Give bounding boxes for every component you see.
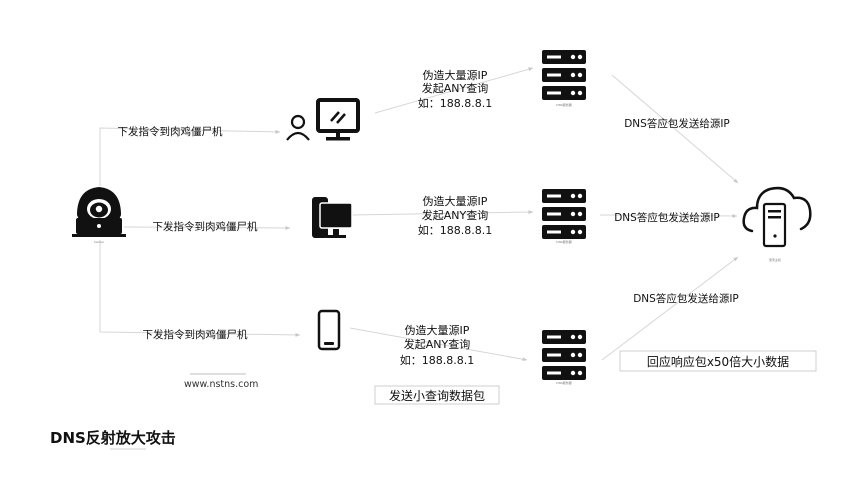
request-label-middle: 伪造大量源IP 发起ANY查询 如：188.8.8.1 bbox=[418, 194, 492, 237]
request-line: 如：188.8.8.1 bbox=[418, 223, 492, 237]
request-line: 伪造大量源IP bbox=[423, 194, 488, 208]
server-caption: DNS服务器 bbox=[556, 239, 571, 244]
line-response-bottom bbox=[601, 256, 739, 361]
watermark: www.nstns.com bbox=[184, 379, 258, 390]
attacker-caption: hacker bbox=[94, 240, 105, 244]
response-label-bottom: DNS答应包发送给源IP bbox=[633, 292, 739, 305]
request-line: 发起ANY查询 bbox=[422, 208, 488, 222]
small-packet-label: 发送小查询数据包 bbox=[389, 388, 485, 403]
server-caption: DNS服务器 bbox=[556, 102, 571, 107]
response-label-top: DNS答应包发送给源IP bbox=[624, 117, 730, 130]
command-label-bottom: 下发指令到肉鸡僵尸机 bbox=[143, 328, 248, 341]
line-command-top bbox=[99, 127, 281, 186]
line-request-middle bbox=[349, 210, 534, 216]
response-label-middle: DNS答应包发送给源IP bbox=[614, 211, 720, 224]
request-line: 如：188.8.8.1 bbox=[418, 96, 492, 110]
amplified-note: 回应响应包x50倍大小数据 bbox=[619, 350, 817, 372]
command-label-top: 下发指令到肉鸡僵尸机 bbox=[118, 125, 223, 138]
user-computer-icon bbox=[286, 98, 360, 141]
hacker-icon bbox=[72, 187, 126, 237]
desktop-computer-icon bbox=[312, 197, 353, 238]
request-line: 发起ANY查询 bbox=[404, 337, 470, 351]
request-line: 发起ANY查询 bbox=[422, 81, 488, 95]
line-request-top bbox=[374, 67, 534, 114]
request-line: 如：188.8.8.1 bbox=[400, 353, 474, 367]
request-line: 伪造大量源IP bbox=[405, 323, 470, 337]
victim-caption: 受害主机 bbox=[769, 257, 781, 262]
small-packet-note: 发送小查询数据包 bbox=[374, 385, 500, 405]
amplified-label: 回应响应包x50倍大小数据 bbox=[647, 354, 789, 369]
server-caption: DNS服务器 bbox=[556, 380, 571, 385]
server-rack-icon bbox=[542, 189, 586, 239]
line-request-bottom bbox=[349, 327, 528, 362]
line-response-middle bbox=[599, 213, 738, 218]
line-response-top bbox=[611, 74, 739, 184]
connector-lines bbox=[99, 67, 739, 362]
request-label-top: 伪造大量源IP 发起ANY查询 如：188.8.8.1 bbox=[418, 68, 492, 110]
request-label-bottom: 伪造大量源IP 发起ANY查询 如：188.8.8.1 bbox=[400, 323, 474, 367]
server-rack-icon bbox=[542, 50, 586, 100]
server-rack-icon bbox=[542, 330, 586, 380]
mobile-phone-icon bbox=[317, 309, 341, 351]
cloud-server-icon bbox=[742, 186, 812, 248]
diagram-title: DNS反射放大攻击 bbox=[50, 429, 176, 447]
line-command-bottom bbox=[99, 240, 301, 337]
line-command-middle bbox=[123, 225, 291, 230]
request-line: 伪造大量源IP bbox=[423, 68, 488, 82]
command-label-middle: 下发指令到肉鸡僵尸机 bbox=[153, 220, 258, 233]
